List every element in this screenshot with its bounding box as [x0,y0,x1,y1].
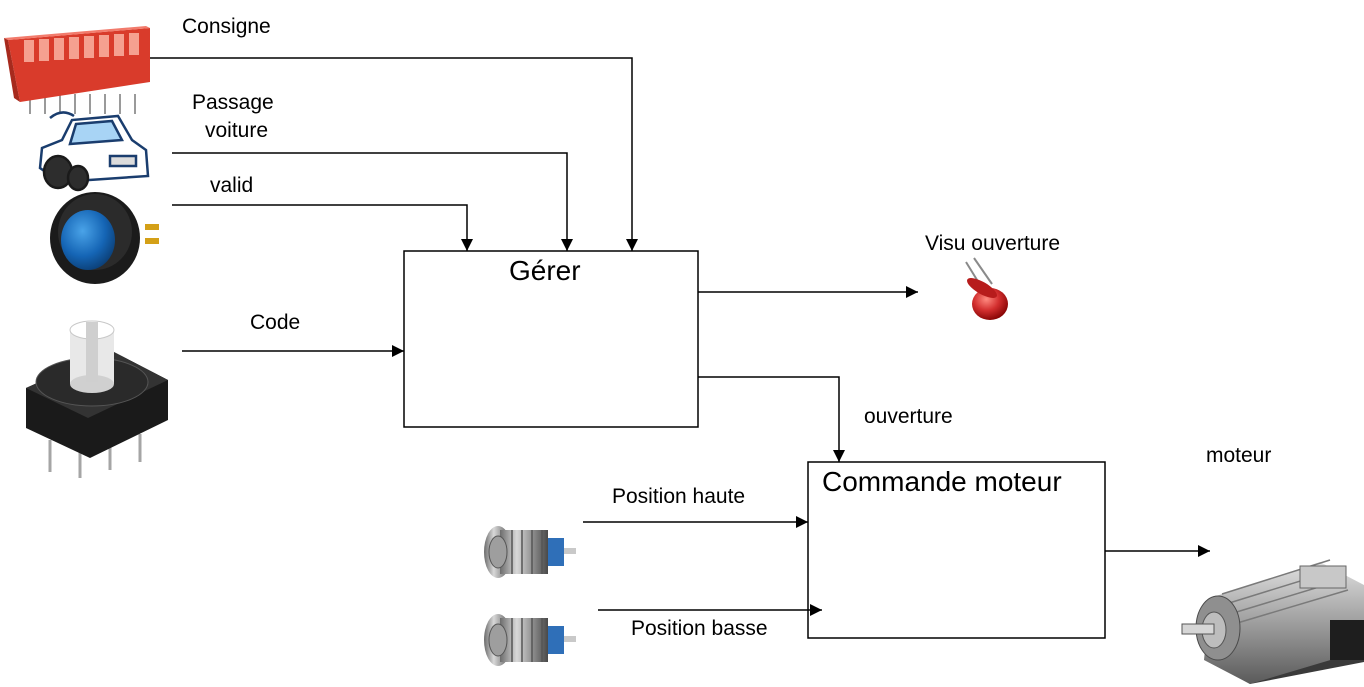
rotary-coder-icon [26,320,168,478]
car-icon [38,111,150,192]
label-visu-ouverture: Visu ouverture [925,232,1061,255]
block-gerer-title: Gérer [509,255,581,286]
block-gerer [403,250,699,428]
label-position-basse: Position basse [631,617,768,640]
block-commande-moteur [807,461,1106,639]
limit-switch-high-icon [484,526,576,578]
label-consigne: Consigne [182,15,271,38]
label-code: Code [250,311,301,334]
label-moteur: moteur [1206,444,1272,467]
motor-icon [1181,559,1364,684]
label-position-haute: Position haute [612,485,746,508]
arrow-valid [172,204,473,251]
arrow-consigne [150,57,638,251]
arrow-passage-voiture [172,152,573,251]
block-commande-moteur-title: Commande moteur [822,466,1062,497]
limit-switch-low-icon [484,614,576,666]
push-button-icon [50,192,159,284]
label-ouverture: ouverture [864,405,953,428]
arrow-ouverture [698,376,845,462]
label-voiture: voiture [205,119,269,142]
dip-switch-icon [4,26,150,114]
led-icon [965,257,1008,320]
label-valid: valid [210,174,254,197]
label-passage: Passage [192,91,274,114]
